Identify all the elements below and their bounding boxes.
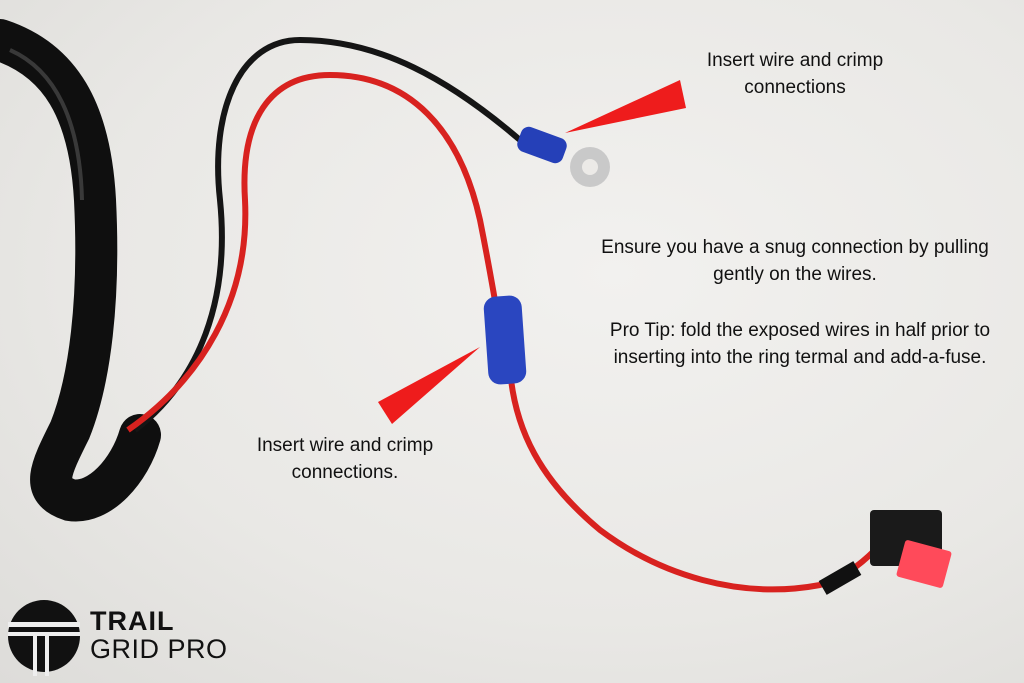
logo-line1: TRAIL xyxy=(90,606,175,636)
trail-grid-pro-logo-icon xyxy=(8,600,80,676)
caption-middle-left: Insert wire and crimp connections. xyxy=(256,435,434,483)
red-wire xyxy=(126,71,503,433)
add-a-fuse xyxy=(818,510,952,595)
logo-line2: GRID PRO xyxy=(90,634,228,664)
caption-pro-tip: Pro Tip: fold the exposed wires in half … xyxy=(609,320,991,368)
butt-connector xyxy=(483,295,527,385)
black-wire xyxy=(133,36,522,433)
caption-snug-connection: Ensure you have a snug connection by pul… xyxy=(601,237,989,285)
caption-top-right: Insert wire and crimp connections xyxy=(706,50,884,98)
arrow-top-right xyxy=(565,80,686,133)
ring-terminal xyxy=(517,126,610,187)
red-wire-lower xyxy=(507,369,878,593)
arrow-middle xyxy=(378,347,480,424)
black-sheathing xyxy=(0,19,161,522)
